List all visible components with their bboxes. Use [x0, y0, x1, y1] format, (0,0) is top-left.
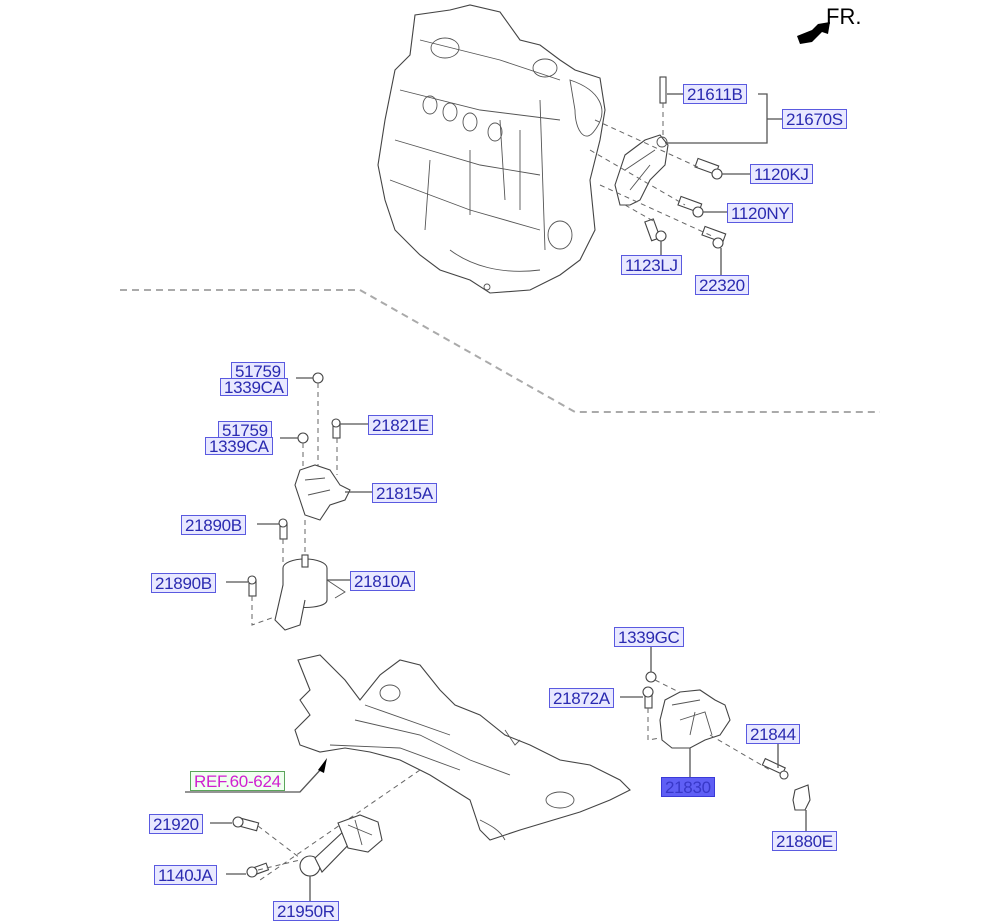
callout-21950R[interactable]: 21950R [273, 901, 339, 921]
callout-21890B-upper[interactable]: 21890B [181, 515, 246, 535]
reference-prefix: REF. [194, 772, 230, 791]
callout-21830-selected[interactable]: 21830 [661, 777, 715, 797]
leader-lines-roll-rod [210, 822, 311, 902]
subframe-assembly [185, 654, 631, 881]
callout-21872A[interactable]: 21872A [549, 688, 614, 708]
callout-1339CA-lower[interactable]: 1339CA [205, 437, 273, 456]
callout-51759-upper[interactable]: 51759 [231, 362, 285, 380]
callout-21880E[interactable]: 21880E [772, 831, 837, 851]
callout-21815A[interactable]: 21815A [372, 483, 437, 503]
engine-assembly [377, 4, 606, 294]
callout-1123LJ[interactable]: 1123LJ [621, 255, 682, 275]
section-separator [120, 289, 880, 413]
reference-link[interactable]: REF.60-624 [190, 771, 285, 791]
callout-21821E[interactable]: 21821E [368, 415, 433, 435]
engine-mount-bracket [589, 76, 727, 249]
callout-21920[interactable]: 21920 [149, 814, 203, 834]
leader-lines-right-mount [620, 646, 807, 832]
callout-1140JA[interactable]: 1140JA [154, 865, 217, 885]
callout-21611B[interactable]: 21611B [683, 84, 747, 104]
callout-1120KJ[interactable]: 1120KJ [750, 164, 813, 184]
left-mount-assembly [247, 372, 351, 631]
callout-21670S[interactable]: 21670S [782, 109, 847, 129]
callout-1120NY[interactable]: 1120NY [727, 203, 794, 223]
front-direction-label: FR. [826, 4, 862, 29]
roll-rod-assembly [232, 814, 383, 878]
callout-51759-lower[interactable]: 51759 [218, 421, 272, 439]
leader-lines-left-mount [226, 377, 372, 583]
callout-22320[interactable]: 22320 [695, 275, 749, 295]
callout-1339CA-upper[interactable]: 1339CA [220, 378, 288, 397]
front-direction-arrow-icon [797, 22, 830, 44]
callout-21844[interactable]: 21844 [746, 724, 800, 744]
callout-21890B-lower[interactable]: 21890B [151, 573, 216, 593]
callout-1339GC[interactable]: 1339GC [614, 627, 684, 647]
leader-lines-engine [660, 93, 782, 275]
right-mount-assembly [642, 671, 811, 811]
reference-code: 60-624 [229, 772, 281, 791]
callout-21810A[interactable]: 21810A [350, 571, 415, 591]
